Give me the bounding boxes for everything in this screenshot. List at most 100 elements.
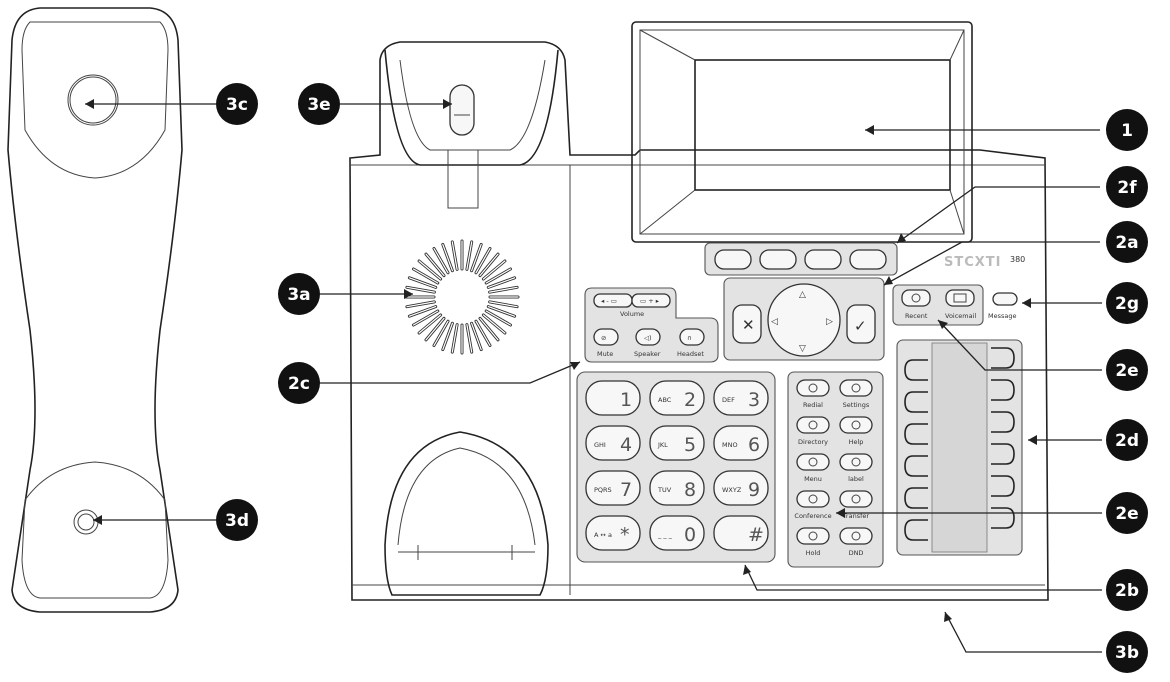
nav-right-icon[interactable]: ▷ — [826, 317, 833, 327]
dialpad-key-2[interactable] — [649, 380, 705, 416]
line-key-left-5[interactable] — [904, 487, 928, 509]
callout-badges: 1 2f 2a 2g 2e 2d 2e 2b 3b 3c 3d 3e 3a 2c — [216, 83, 1148, 673]
feature-key-1[interactable] — [796, 379, 830, 397]
dialpad-key-digit: 8 — [684, 479, 696, 501]
callout-3e: 3e — [298, 83, 340, 125]
hookswitch-tab[interactable] — [449, 84, 475, 136]
feature-key-9[interactable] — [796, 527, 830, 545]
line-key-left-3[interactable] — [904, 423, 928, 445]
cancel-button[interactable] — [732, 304, 762, 344]
svg-text:1: 1 — [1121, 121, 1133, 141]
line-key-right-5[interactable] — [991, 475, 1015, 497]
line-key-right-1[interactable] — [991, 347, 1015, 369]
dialpad-key-digit: 5 — [684, 434, 696, 456]
dialpad-key-letters: GHI — [594, 441, 606, 449]
grille-slot-inner — [482, 314, 506, 334]
grille-slot-inner — [412, 268, 439, 284]
recent-button[interactable] — [901, 289, 931, 307]
arrowhead-3e — [443, 99, 452, 109]
brand-logo: STCXTI — [944, 255, 1002, 270]
feature-key-7[interactable] — [796, 490, 830, 508]
line-key-right-6[interactable] — [991, 507, 1015, 529]
grille-slot-inner — [489, 301, 518, 308]
headset-button[interactable] — [679, 328, 705, 346]
confirm-button[interactable] — [846, 304, 876, 344]
grille-slot-inner — [406, 301, 435, 308]
line-key-left-6[interactable] — [904, 519, 928, 541]
feature-key-8[interactable] — [839, 490, 873, 508]
voicemail-button[interactable] — [945, 289, 975, 307]
arrowhead-2c — [570, 362, 580, 370]
volume-label: Volume — [620, 310, 644, 318]
line-key-right-3[interactable] — [991, 411, 1015, 433]
dialpad-key-4[interactable] — [585, 425, 641, 461]
nav-left-icon[interactable]: ◁ — [771, 317, 778, 327]
feature-key-label: Conference — [794, 512, 831, 520]
grille-slot-inner — [485, 310, 512, 326]
leader-2a — [883, 241, 1100, 286]
arrowhead-2d — [1028, 435, 1037, 445]
feature-key-3[interactable] — [796, 416, 830, 434]
dialpad-key-5[interactable] — [649, 425, 705, 461]
line-key-left-4[interactable] — [904, 455, 928, 477]
feature-key-label: Settings — [843, 401, 870, 409]
feature-key-6[interactable] — [839, 453, 873, 471]
softkey-4[interactable] — [849, 249, 887, 270]
arrowhead-1 — [865, 125, 874, 135]
softkey-3[interactable] — [804, 249, 842, 270]
dialpad-key-8[interactable] — [649, 470, 705, 506]
feature-key-icon — [808, 457, 818, 467]
dialpad-key-1[interactable] — [585, 380, 641, 416]
dialpad-key-digit: 4 — [620, 434, 632, 456]
bezel-corner-tl — [639, 29, 696, 61]
voicemail-label: Voicemail — [945, 312, 976, 320]
grille-slot-inner — [475, 320, 491, 347]
dialpad-key-7[interactable] — [585, 470, 641, 506]
feature-key-4[interactable] — [839, 416, 873, 434]
line-key-right-4[interactable] — [991, 443, 1015, 465]
dialpad-key-9[interactable] — [713, 470, 769, 506]
line-key-left-2[interactable] — [904, 391, 928, 413]
feature-key-10[interactable] — [839, 527, 873, 545]
feature-key-icon — [808, 531, 818, 541]
dialpad-key-letters: JKL — [657, 441, 668, 449]
callout-2e-bottom: 2e — [1106, 492, 1148, 534]
hookswitch-post — [447, 149, 479, 209]
volume-up-button[interactable] — [631, 293, 671, 308]
dialpad-key-6[interactable] — [713, 425, 769, 461]
nav-up-icon[interactable]: △ — [799, 290, 806, 300]
arrowhead-2e-bottom — [836, 508, 845, 518]
phone-body: STCXTI 380 ✕ ✓ △ ▽ ◁ ▷ Recent Voicemail … — [349, 21, 1049, 601]
bezel-corner-bl — [639, 189, 696, 235]
line-key-right-2[interactable] — [991, 379, 1015, 401]
model-number: 380 — [1010, 255, 1025, 264]
grille-slot-inner — [489, 286, 518, 293]
dialpad-key-11[interactable] — [649, 515, 705, 551]
svg-text:2g: 2g — [1115, 294, 1139, 314]
nav-down-icon[interactable]: ▽ — [799, 344, 806, 354]
nav-ring[interactable] — [767, 283, 841, 357]
dialpad-key-12[interactable] — [713, 515, 769, 551]
callout-2g: 2g — [1106, 282, 1148, 324]
speaker-button[interactable] — [635, 328, 661, 346]
dialpad-key-10[interactable] — [585, 515, 641, 551]
cancel-x-icon: ✕ — [742, 316, 755, 334]
feature-key-5[interactable] — [796, 453, 830, 471]
line-key-left-1[interactable] — [904, 359, 928, 381]
voicemail-icon — [953, 293, 967, 303]
grille-slot-inner — [475, 247, 491, 274]
dialpad-key-3[interactable] — [713, 380, 769, 416]
message-label: Message — [988, 312, 1017, 320]
dialpad-key-digit: * — [620, 524, 630, 546]
dialpad-key-digit: 1 — [620, 389, 632, 411]
mute-label: Mute — [597, 350, 613, 358]
callout-3a: 3a — [278, 273, 320, 315]
leader-2b — [744, 564, 1102, 591]
mute-button[interactable] — [593, 328, 619, 346]
softkey-2[interactable] — [759, 249, 797, 270]
mouthpiece-inner — [77, 513, 95, 531]
feature-key-2[interactable] — [839, 379, 873, 397]
dialpad-key-letters: DEF — [722, 396, 735, 404]
mute-icon: ⊘ — [601, 334, 606, 342]
softkey-1[interactable] — [714, 249, 752, 270]
